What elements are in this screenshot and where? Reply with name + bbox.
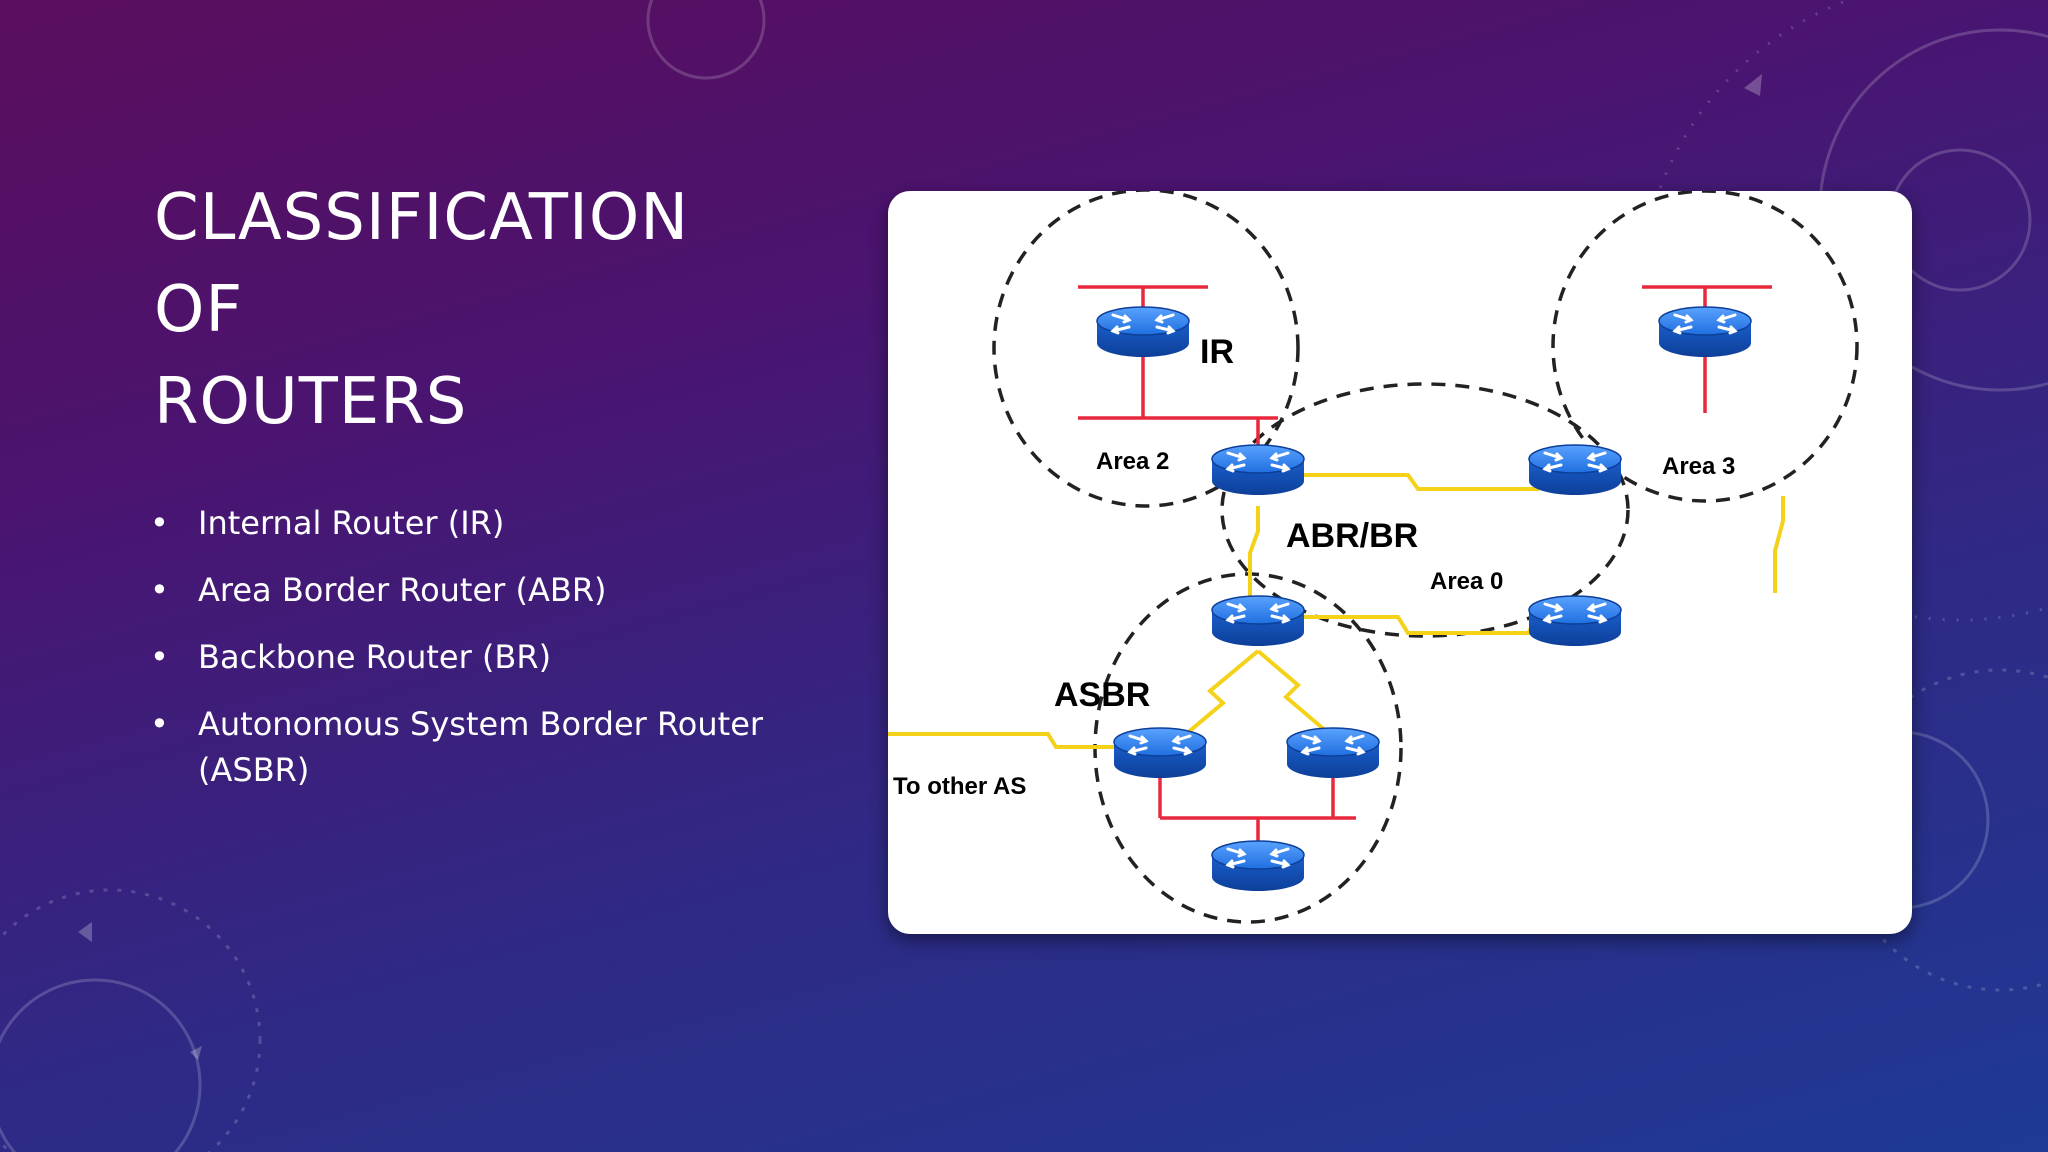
router-asbr-lan-icon	[1210, 839, 1306, 893]
router-asbr-internal-icon	[1285, 726, 1381, 780]
router-asbr-icon	[1112, 726, 1208, 780]
bullet-item-abr: • Area Border Router (ABR)	[150, 567, 790, 613]
router-area3-icon	[1657, 305, 1753, 359]
bullet-glyph: •	[150, 638, 169, 676]
bullet-item-br: • Backbone Router (BR)	[150, 634, 790, 680]
ospf-diagram: IR Area 2 Area 3 ABR/BR Area 0 ASBR To o…	[888, 191, 1859, 924]
area-0-boundary	[1220, 382, 1630, 638]
label-asbr: ASBR	[1054, 676, 1150, 714]
area-3-boundary	[1551, 191, 1859, 503]
label-area-2: Area 2	[1096, 448, 1169, 475]
bullet-text: Internal Router (IR)	[198, 504, 505, 542]
area-2-boundary	[992, 191, 1300, 508]
slide-title-line-2: ROUTERS	[154, 365, 468, 439]
ospf-diagram-image: IR Area 2 Area 3 ABR/BR Area 0 ASBR To o…	[888, 191, 1912, 934]
router-backbone-2-icon	[1527, 594, 1623, 648]
area-boundaries	[992, 191, 1859, 924]
router-abr-area3-icon	[1527, 443, 1623, 497]
label-abr-br: ABR/BR	[1286, 517, 1418, 555]
slide-title: CLASSIFICATION OF ROUTERS	[154, 172, 794, 448]
bullet-item-ir: • Internal Router (IR)	[150, 500, 790, 546]
bullet-glyph: •	[150, 504, 169, 542]
slide-title-line-1: CLASSIFICATION OF	[154, 181, 690, 347]
bullet-text: Backbone Router (BR)	[198, 638, 552, 676]
label-area-3: Area 3	[1662, 453, 1735, 480]
bullet-text: Area Border Router (ABR)	[198, 571, 607, 609]
label-to-other-as: To other AS	[893, 773, 1026, 800]
backbone-links	[888, 473, 1785, 749]
router-ir-icon	[1095, 305, 1191, 359]
router-backbone-icon	[1210, 594, 1306, 648]
bullet-glyph: •	[150, 571, 169, 609]
router-abr-area2-icon	[1210, 443, 1306, 497]
label-ir: IR	[1200, 333, 1234, 371]
label-area-0: Area 0	[1430, 568, 1503, 595]
bullet-glyph: •	[150, 705, 169, 743]
bullet-list: • Internal Router (IR) • Area Border Rou…	[150, 500, 790, 814]
bullet-item-asbr: • Autonomous System Border Router (ASBR)	[150, 701, 790, 793]
bullet-text: Autonomous System Border Router (ASBR)	[198, 705, 764, 789]
